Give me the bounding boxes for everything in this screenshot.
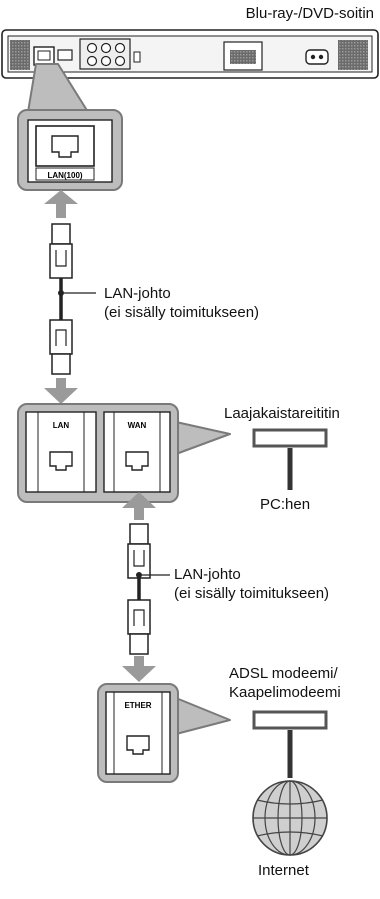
device-title: Blu-ray-/DVD-soitin (245, 5, 374, 22)
globe-icon (252, 780, 328, 856)
player-lan-port-callout (17, 63, 123, 191)
cable-2-label: LAN-johto (ei sisälly toimitukseen) (174, 565, 329, 603)
bluray-player-rear-panel (1, 29, 379, 79)
modem-port-callout (97, 683, 231, 783)
cable-1-note: (ei sisälly toimitukseen) (104, 304, 260, 321)
ethernet-port-icon (126, 735, 150, 755)
modem-title-line1: ADSL modeemi/ (229, 665, 338, 682)
modem-icon (252, 710, 328, 778)
broadband-router-icon (252, 428, 328, 490)
modem-ether-port-label: ETHER (124, 701, 151, 710)
router-wan-port-label: WAN (128, 421, 147, 430)
lan-cable-1 (44, 190, 96, 404)
pc-label: PC:hen (260, 496, 311, 513)
ethernet-port-icon (51, 135, 79, 158)
lan-cable-2 (122, 492, 170, 682)
router-title: Laajakaistareititin (224, 405, 340, 422)
modem-title: ADSL modeemi/ Kaapelimodeemi (229, 664, 341, 702)
internet-label: Internet (258, 862, 309, 879)
modem-title-line2: Kaapelimodeemi (229, 684, 341, 701)
cable-2-note: (ei sisälly toimitukseen) (174, 585, 330, 602)
router-lan-port-label: LAN (53, 421, 70, 430)
cable-1-name: LAN-johto (104, 285, 171, 302)
router-ports-callout (17, 403, 231, 503)
cable-2-name: LAN-johto (174, 566, 241, 583)
player-lan-port-label: LAN(100) (47, 171, 82, 180)
cable-1-label: LAN-johto (ei sisälly toimitukseen) (104, 284, 259, 322)
ethernet-port-icon (125, 451, 149, 471)
ethernet-port-icon (49, 451, 73, 471)
